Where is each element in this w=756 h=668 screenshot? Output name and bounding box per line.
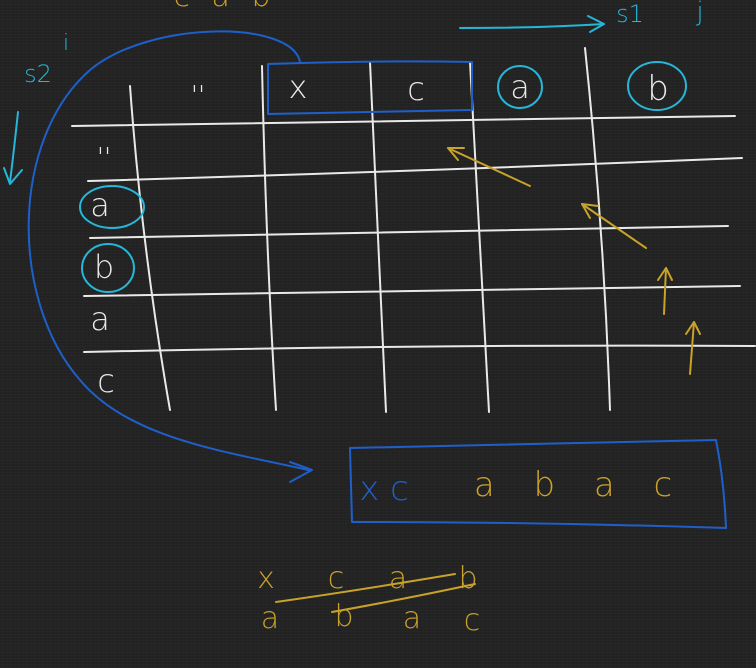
diag-arrow-1-head — [447, 147, 465, 161]
curved-arrow — [27, 30, 309, 471]
diag-arrow-2-head — [581, 203, 599, 219]
row-header-b: b — [94, 248, 114, 286]
s1-label: s1 — [616, 0, 644, 28]
cyan-annotations — [3, 15, 687, 293]
gold-arrows — [275, 147, 701, 613]
diag-arrow-2 — [581, 203, 647, 249]
circle-col-b — [627, 61, 687, 111]
grid-hline-1 — [71, 115, 736, 127]
match-line-1 — [275, 573, 456, 603]
s2-label: s2 — [24, 60, 52, 88]
grid-vline-3 — [369, 61, 387, 413]
col-header-x: x — [289, 68, 308, 106]
circle-col-a — [497, 65, 543, 109]
row-header-c: c — [97, 362, 115, 400]
row-header-empty: '' — [97, 143, 111, 173]
result-suffix: a b a c — [474, 465, 686, 505]
result-box — [349, 439, 727, 529]
s2-arrow — [9, 111, 19, 183]
top-cut-text: c a b — [174, 0, 277, 14]
grid-hline-3 — [89, 225, 729, 239]
bottom-line2-b: b — [334, 599, 353, 634]
up-arrow-2 — [689, 321, 695, 375]
grid-vline-5 — [584, 47, 611, 411]
curved-arrow-head — [289, 461, 313, 483]
grid-lines — [71, 47, 756, 413]
circle-row-a — [79, 185, 145, 229]
col-header-b: b — [647, 69, 669, 109]
up-arrow-1-head — [657, 267, 673, 281]
bottom-line1-b: b — [458, 561, 477, 596]
s2-index-label: i — [63, 31, 69, 56]
result-prefix: x c — [359, 469, 409, 509]
row-header-a-2: a — [90, 300, 110, 338]
blue-annotations — [27, 30, 727, 529]
s1-index-label: j — [695, 0, 703, 27]
row-header-a-1: a — [90, 186, 110, 224]
match-line-2 — [331, 583, 476, 613]
grid-hline-5 — [83, 344, 756, 353]
col-header-empty: '' — [191, 81, 205, 111]
prefix-highlight-box — [267, 60, 473, 115]
col-header-a: a — [510, 68, 530, 106]
up-arrow-1 — [663, 267, 667, 315]
grid-vline-1 — [129, 85, 171, 411]
up-arrow-2-head — [685, 321, 701, 335]
bottom-line2-a-1: a — [261, 601, 279, 636]
bottom-line2-a-2: a — [403, 601, 421, 636]
s1-arrow-head — [587, 15, 605, 33]
s1-arrow — [459, 23, 605, 29]
bottom-line1-c: c — [328, 561, 345, 596]
diag-arrow-1 — [447, 147, 531, 187]
bottom-line1-x: x — [257, 561, 275, 596]
grid-vline-4 — [469, 61, 490, 413]
circle-row-b — [81, 243, 135, 293]
s2-arrow-head — [3, 167, 23, 185]
bottom-line2-c: c — [464, 603, 481, 638]
bottom-line1-a: a — [389, 561, 407, 596]
col-header-c: c — [407, 70, 425, 108]
grid-hline-4 — [83, 285, 741, 297]
grid-hline-2 — [87, 157, 743, 182]
grid-vline-2 — [261, 65, 277, 411]
